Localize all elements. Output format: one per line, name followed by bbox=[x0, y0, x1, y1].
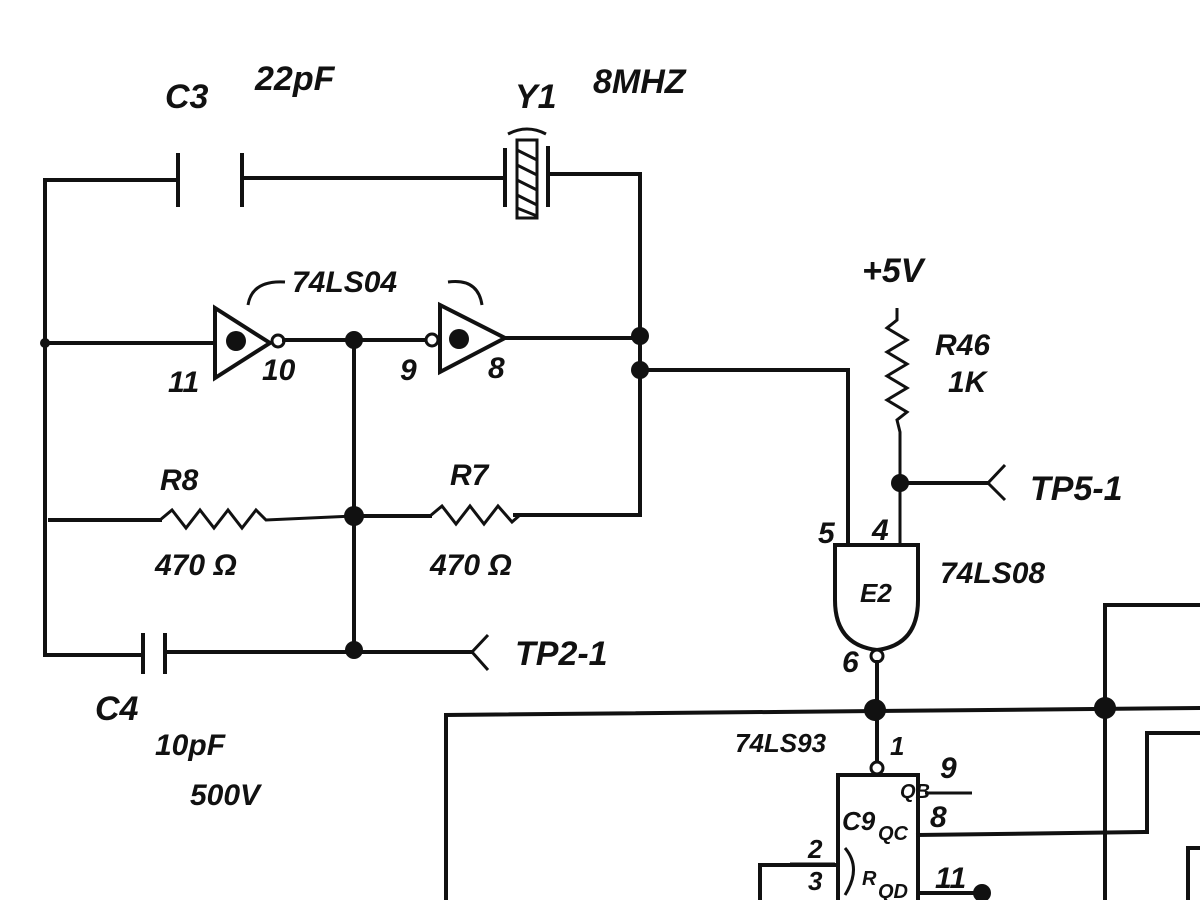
testpoint-tp5-symbol bbox=[985, 463, 1007, 502]
supply-label: +5V bbox=[862, 252, 927, 290]
c9-r-label: R bbox=[862, 868, 877, 890]
pin-8b-label: 8 bbox=[930, 801, 947, 834]
pin-1-label: 1 bbox=[890, 731, 904, 761]
pin-5-label: 5 bbox=[818, 517, 836, 550]
wire-right-edge bbox=[1186, 846, 1200, 900]
resistor-r46 bbox=[884, 308, 910, 545]
inverter-bracket-right bbox=[447, 279, 484, 306]
inverter-part-label: 74LS04 bbox=[292, 266, 397, 299]
pin-3-label: 3 bbox=[808, 866, 823, 896]
y1-ref-label: Y1 bbox=[515, 78, 557, 116]
inverter-bracket-left bbox=[246, 280, 286, 306]
r46-ref-label: R46 bbox=[935, 329, 990, 362]
r8-ref-label: R8 bbox=[160, 464, 199, 497]
wire-qc-output bbox=[915, 731, 1200, 838]
crystal-y1 bbox=[503, 127, 550, 220]
wire-bus-up bbox=[1103, 603, 1200, 710]
r7-ref-label: R7 bbox=[450, 459, 490, 492]
resistor-r8 bbox=[159, 507, 355, 531]
wire-clock-bus bbox=[444, 705, 1200, 900]
counter-c9-body bbox=[836, 773, 920, 900]
c9-ref-label: C9 bbox=[842, 806, 876, 836]
pin-9b-label: 9 bbox=[940, 752, 957, 785]
junction-dots bbox=[40, 327, 1116, 900]
c4-value-label: 10pF bbox=[155, 729, 226, 762]
e2-part-label: 74LS08 bbox=[940, 557, 1045, 590]
capacitor-c3 bbox=[176, 153, 244, 207]
c3-value-label: 22pF bbox=[254, 60, 336, 98]
y1-value-label: 8MHZ bbox=[593, 63, 687, 101]
resistor-r7 bbox=[429, 503, 521, 527]
r46-value-label: 1K bbox=[948, 366, 989, 399]
pin-11b-label: 11 bbox=[935, 862, 966, 895]
r7-value-label: 470 Ω bbox=[429, 549, 512, 582]
pin-2-label: 2 bbox=[807, 834, 823, 864]
pin-4-label: 4 bbox=[871, 514, 889, 547]
pin-9-label: 9 bbox=[400, 354, 417, 387]
c4-ref-label: C4 bbox=[95, 690, 139, 728]
tp5-label: TP5-1 bbox=[1030, 470, 1123, 508]
inverter-a bbox=[213, 304, 286, 382]
c9-qc-label: QC bbox=[878, 823, 909, 845]
wire-crystal-loop bbox=[43, 172, 642, 657]
counter-reset-bracket bbox=[843, 847, 855, 896]
testpoint-tp2-symbol bbox=[469, 633, 490, 671]
c9-part-label: 74LS93 bbox=[735, 728, 827, 758]
c9-qd-label: QD bbox=[878, 881, 908, 900]
pin-10-label: 10 bbox=[262, 354, 296, 387]
wire-reset-inputs bbox=[758, 863, 840, 900]
e2-ref-label: E2 bbox=[860, 578, 892, 608]
counter-clock-bubble bbox=[869, 760, 885, 776]
wire-osc-to-and bbox=[638, 368, 850, 547]
pin-8-label: 8 bbox=[488, 352, 505, 385]
inverter-b bbox=[424, 301, 510, 376]
c4-rating-label: 500V bbox=[190, 779, 263, 812]
pin-11-label: 11 bbox=[168, 366, 199, 399]
c3-ref-label: C3 bbox=[165, 78, 209, 116]
r8-value-label: 470 Ω bbox=[154, 549, 237, 582]
tp2-label: TP2-1 bbox=[515, 635, 608, 673]
c9-qb-label: QB bbox=[900, 781, 930, 803]
pin-6-label: 6 bbox=[842, 646, 859, 679]
capacitor-c4 bbox=[141, 633, 167, 674]
